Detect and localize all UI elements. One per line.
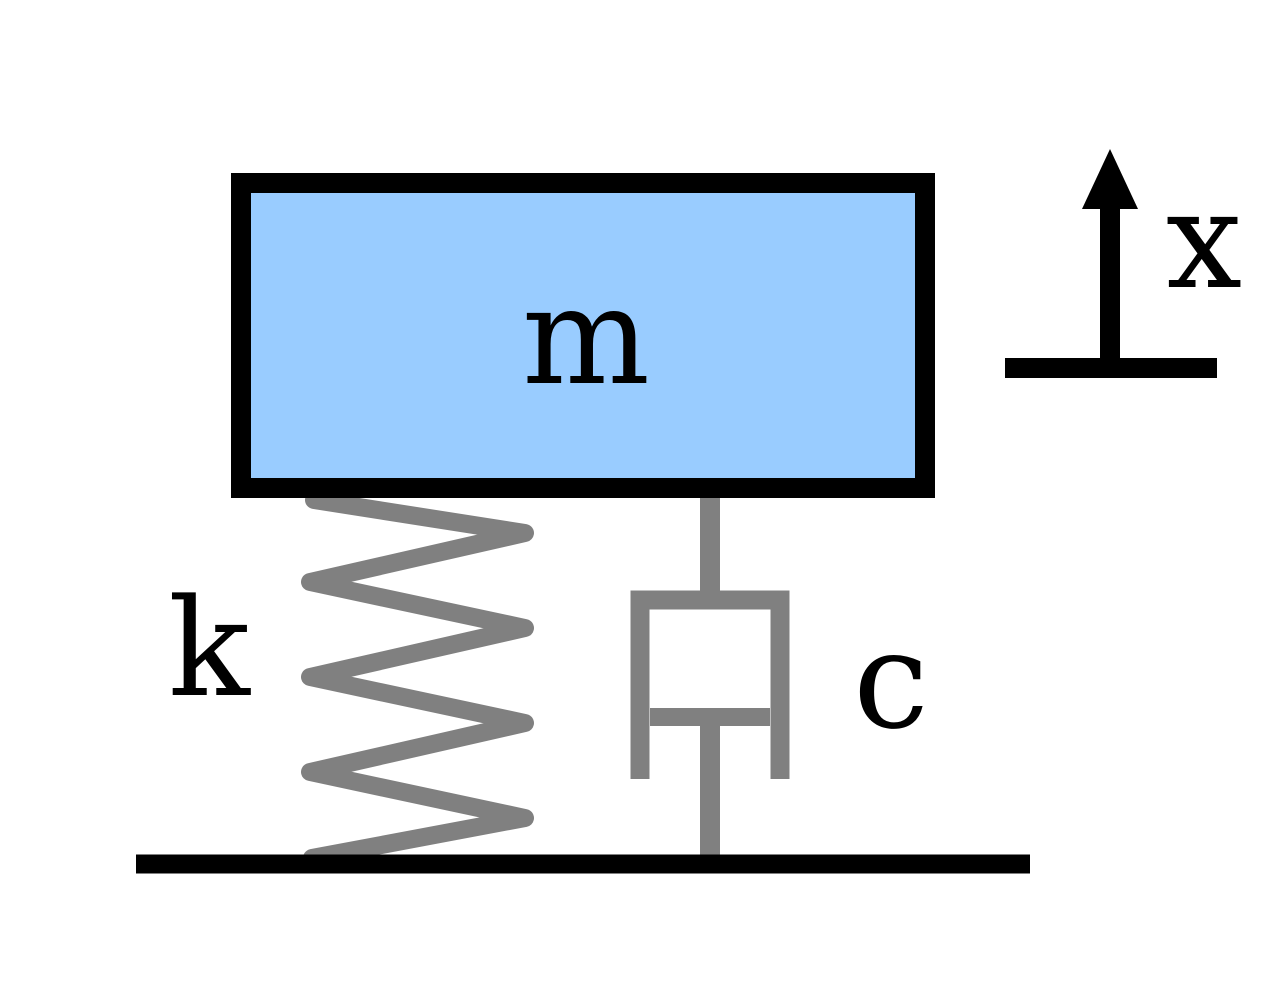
- spring-label: k: [168, 570, 251, 727]
- spring-symbol: [301, 491, 534, 867]
- damper-label: c: [853, 602, 929, 759]
- gray-components: [301, 491, 790, 867]
- mass-block: [231, 173, 935, 498]
- damper-cylinder: [630, 590, 790, 779]
- displacement-label: x: [1166, 162, 1242, 319]
- arrow-head-icon: [1082, 149, 1138, 209]
- mass-label: m: [522, 258, 650, 415]
- black-components: m k c x: [136, 149, 1242, 874]
- displacement-arrow: [1005, 149, 1217, 378]
